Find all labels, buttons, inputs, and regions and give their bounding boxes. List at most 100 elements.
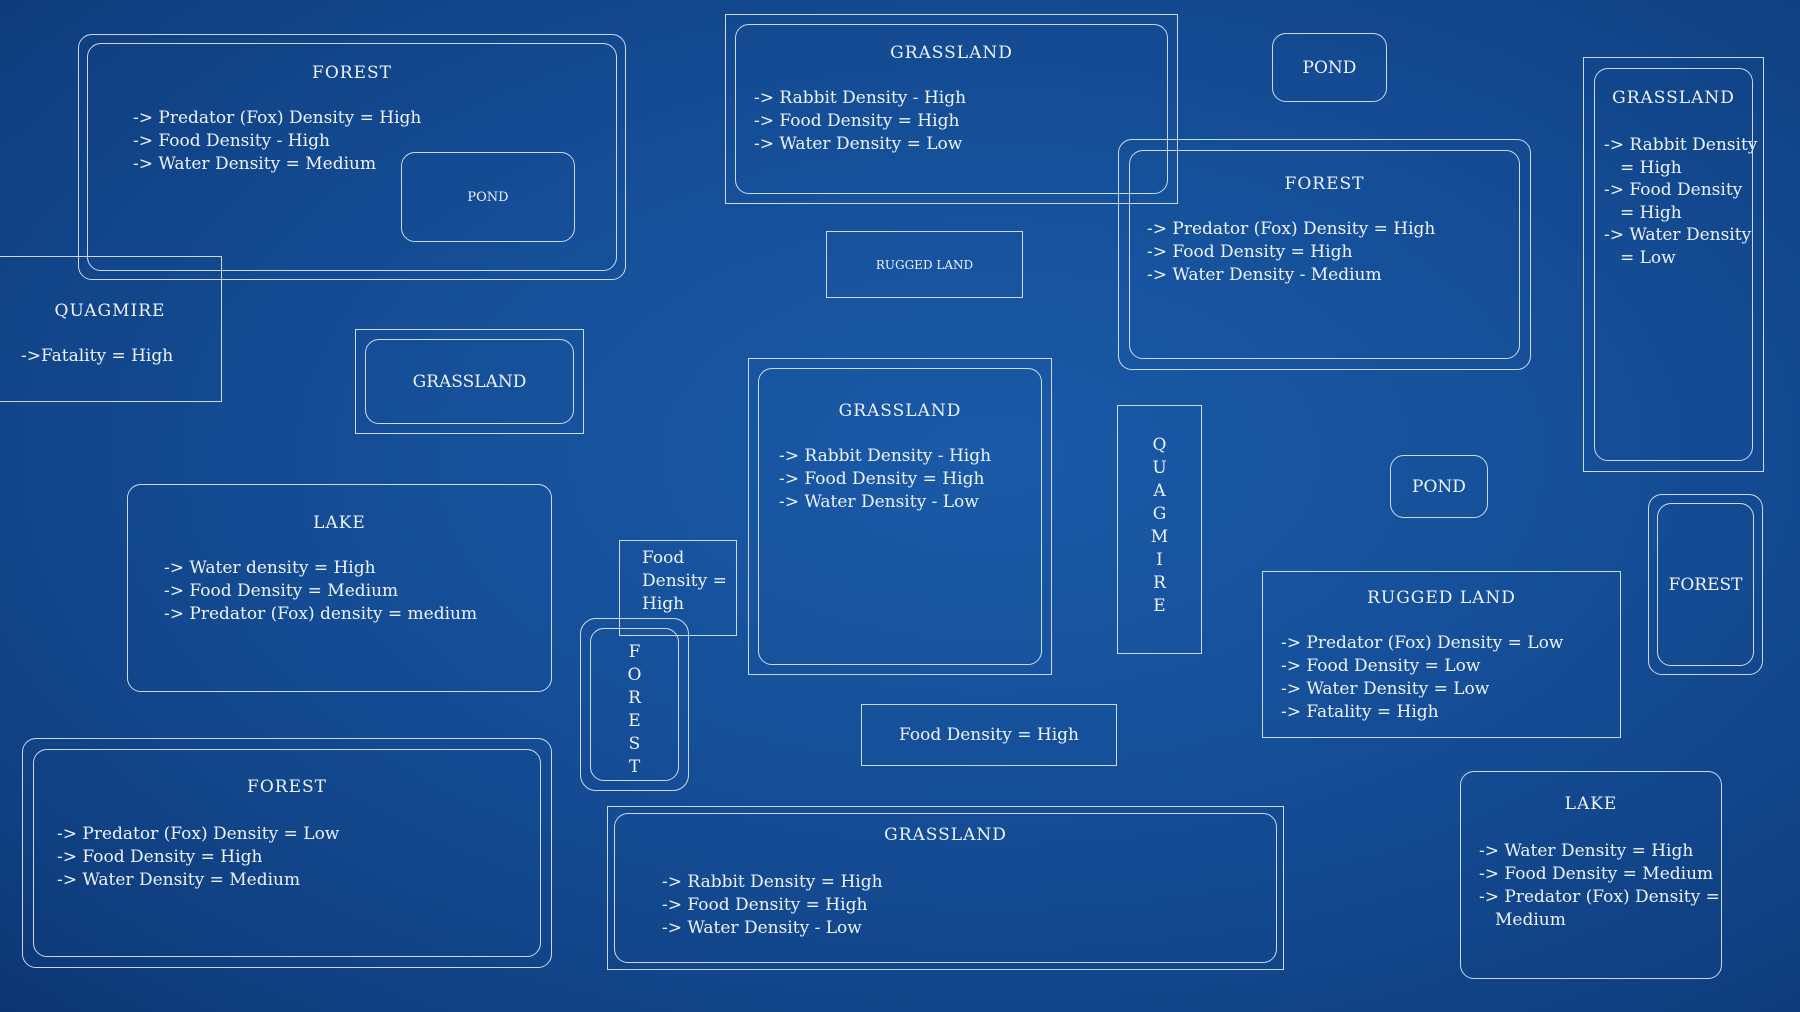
zone-attributes: -> Rabbit Density = High -> Food Density… (662, 871, 883, 940)
food-density-zone[interactable]: Food Density = High (619, 540, 737, 636)
zone-title: FOREST (312, 63, 392, 83)
zone-attributes: -> Predator (Fox) Density = Low -> Food … (57, 823, 339, 892)
forest-zone-right[interactable]: FOREST -> Predator (Fox) Density = High … (1118, 139, 1531, 370)
zone-title: LAKE (313, 513, 366, 533)
attribute-line: -> Rabbit Density - High (779, 446, 992, 466)
pond-zone-right[interactable]: POND (1390, 455, 1488, 518)
attribute-line: Medium (1495, 910, 1566, 930)
zone-attributes: -> Predator (Fox) Density = High -> Food… (133, 107, 421, 176)
attribute-line: -> Food Density = Low (1281, 656, 1481, 676)
rugged-land-zone-right[interactable]: RUGGED LAND -> Predator (Fox) Density = … (1262, 571, 1621, 738)
label-letter: A (1153, 481, 1166, 501)
attribute-line: -> Water Density = High (1479, 841, 1694, 861)
attribute-line: = High (1620, 202, 1682, 223)
attribute-line: -> Food Density = High (1147, 242, 1353, 262)
zone-title: FOREST (1284, 174, 1365, 194)
label-letter: R (1153, 573, 1166, 593)
attribute-line: -> Water Density - Low (779, 492, 979, 512)
zone-title: RUGGED LAND (1367, 588, 1516, 608)
pond-zone-top[interactable]: POND (1272, 33, 1387, 102)
zone-attributes: -> Water Density = High -> Food Density … (1479, 840, 1720, 932)
attribute-line: -> Rabbit Density - High (754, 88, 967, 108)
attribute-line: -> Rabbit Density (1604, 135, 1758, 155)
label-letter: S (628, 734, 641, 754)
attribute-line: -> Food Density = Medium (164, 581, 399, 601)
attribute-line: -> Water Density = Medium (133, 154, 377, 174)
attribute-line: -> Water Density = Low (754, 134, 963, 154)
zone-title: GRASSLAND (884, 825, 1007, 845)
zone-title: GRASSLAND (1612, 88, 1735, 108)
rugged-land-zone-small[interactable]: RUGGED LAND (826, 231, 1023, 298)
attribute-line: -> Food Density = High (754, 111, 960, 131)
attribute-line: = Low (1620, 247, 1676, 268)
attribute-line: -> Food Density = High (662, 895, 868, 915)
attribute-line: -> Rabbit Density = High (662, 872, 883, 892)
attribute-line: -> Fatality = High (1281, 702, 1439, 722)
attribute-line: -> Food Density - High (133, 131, 330, 151)
zone-attributes: ->Fatality = High (21, 345, 173, 368)
forest-zone-vertical[interactable]: F O R E S T (580, 618, 689, 791)
attribute-line: High (642, 594, 685, 614)
label-letter: F (628, 642, 641, 662)
label-letter: G (1152, 504, 1167, 524)
attribute-line: Food (642, 548, 685, 568)
zone-title: LAKE (1564, 794, 1618, 814)
zone-title: POND (1302, 57, 1357, 78)
attribute-line: -> Predator (Fox) Density = High (1147, 219, 1436, 239)
grassland-zone-bottom[interactable]: GRASSLAND -> Rabbit Density = High -> Fo… (607, 806, 1284, 970)
attribute-line: -> Water Density - Low (662, 918, 862, 938)
grassland-zone-far-right[interactable]: GRASSLAND -> Rabbit Density = High -> Fo… (1583, 57, 1764, 472)
attribute-line: -> Water Density = Low (1281, 679, 1490, 699)
zone-title: POND (467, 189, 509, 205)
zone-title: POND (1412, 476, 1466, 497)
zone-title: GRASSLAND (838, 401, 962, 421)
label-letter: E (628, 711, 641, 731)
food-density-zone-wide[interactable]: Food Density = High (861, 704, 1117, 766)
label-letter: U (1152, 458, 1167, 478)
zone-title: FOREST (247, 777, 327, 797)
grassland-zone-small[interactable]: GRASSLAND (355, 329, 584, 434)
vertical-label: Q U A G M I R E (1118, 434, 1201, 618)
attribute-line: -> Water density = High (164, 558, 376, 578)
attribute-line: -> Predator (Fox) Density = Low (1281, 633, 1564, 653)
zone-attributes: -> Rabbit Density = High -> Food Density… (1604, 134, 1757, 269)
label-letter: O (627, 665, 642, 685)
attribute-line: = High (1620, 157, 1682, 178)
attribute-line: -> Food Density = High (57, 847, 263, 867)
attribute-line: -> Predator (Fox) Density = Low (57, 824, 340, 844)
forest-zone-small-right[interactable]: FOREST (1648, 494, 1763, 675)
attribute-line: -> Food Density = High (779, 469, 985, 489)
zone-title: GRASSLAND (412, 371, 527, 392)
label-letter: T (628, 757, 641, 777)
forest-zone-bottom-left[interactable]: FOREST -> Predator (Fox) Density = Low -… (22, 738, 552, 968)
zone-title: Food Density = High (898, 725, 1079, 745)
zone-attributes: -> Water density = High -> Food Density … (164, 557, 477, 626)
quagmire-zone-left[interactable]: QUAGMIRE ->Fatality = High (0, 256, 222, 402)
zone-title: RUGGED LAND (875, 257, 974, 272)
zone-attributes: -> Predator (Fox) Density = Low -> Food … (1281, 632, 1563, 724)
label-letter: R (628, 688, 641, 708)
grassland-zone-center[interactable]: GRASSLAND -> Rabbit Density - High -> Fo… (748, 358, 1052, 675)
label-letter: Q (1152, 435, 1167, 455)
zone-title: GRASSLAND (890, 43, 1013, 63)
grassland-zone-top[interactable]: GRASSLAND -> Rabbit Density - High -> Fo… (725, 14, 1178, 204)
label-letter: E (1153, 596, 1166, 616)
forest-zone-top-left[interactable]: FOREST -> Predator (Fox) Density = High … (78, 34, 626, 280)
attribute-line: -> Water Density (1604, 225, 1752, 245)
attribute-line: -> Water Density = Medium (57, 870, 301, 890)
zone-attributes: Food Density = High (642, 547, 727, 616)
label-letter: I (1156, 550, 1163, 570)
attribute-line: ->Fatality = High (21, 346, 174, 366)
attribute-line: -> Food Density = Medium (1479, 864, 1714, 884)
lake-zone-left[interactable]: LAKE -> Water density = High -> Food Den… (127, 484, 552, 692)
lake-zone-right[interactable]: LAKE -> Water Density = High -> Food Den… (1460, 771, 1722, 979)
attribute-line: Density = (642, 571, 727, 591)
attribute-line: -> Food Density (1604, 180, 1743, 200)
attribute-line: -> Predator (Fox) Density = High (133, 108, 422, 128)
attribute-line: -> Predator (Fox) Density = (1479, 887, 1720, 907)
zone-title: FOREST (1668, 574, 1743, 595)
quagmire-zone-vertical[interactable]: Q U A G M I R E (1117, 405, 1202, 654)
pond-zone-inner[interactable]: POND (401, 152, 575, 242)
zone-attributes: -> Rabbit Density - High -> Food Density… (779, 445, 991, 514)
